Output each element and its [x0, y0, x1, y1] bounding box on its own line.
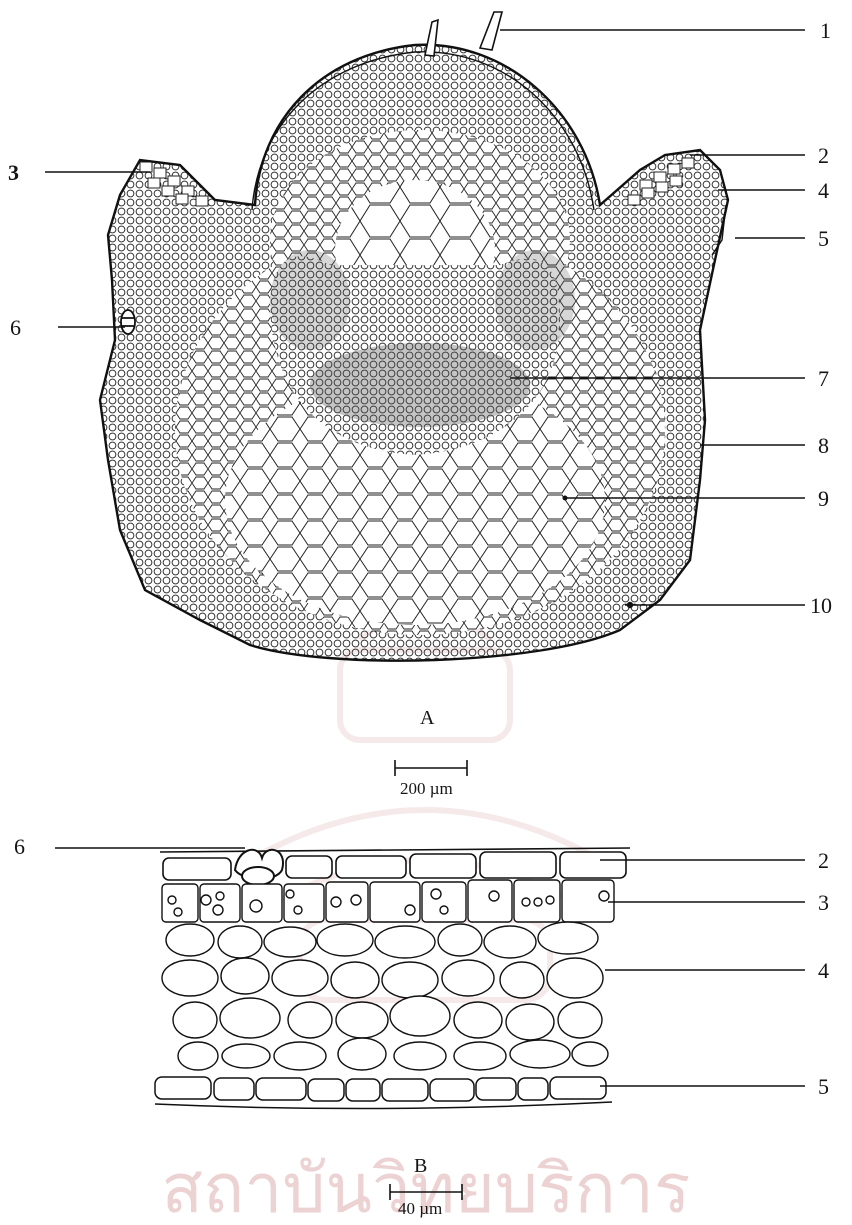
panel-a-drawing	[0, 0, 852, 790]
label-3: 3	[8, 162, 19, 184]
label-b-6: 6	[14, 836, 25, 858]
panel-b-lower-epidermis	[155, 1077, 612, 1109]
panel-a-letter: A	[420, 708, 434, 728]
panel-b-palisade-layer	[162, 880, 614, 922]
panel-b-spongy-layer	[162, 922, 608, 1070]
label-b-4: 4	[818, 960, 829, 982]
panel-a-tissue	[0, 0, 852, 790]
panel-b-letter: B	[414, 1156, 427, 1176]
panel-b-drawing	[0, 830, 852, 1210]
label-9: 9	[818, 488, 829, 510]
label-b-5: 5	[818, 1076, 829, 1098]
scale-bar-a-label: 200 µm	[400, 780, 453, 797]
label-7: 7	[818, 368, 829, 390]
label-b-2: 2	[818, 850, 829, 872]
stoma-drawing	[121, 310, 135, 334]
scale-bar-a	[395, 760, 467, 776]
scale-bar-b	[390, 1184, 462, 1200]
label-10: 10	[810, 595, 832, 617]
label-5: 5	[818, 228, 829, 250]
panel-b-stoma	[235, 850, 283, 885]
label-4: 4	[818, 180, 829, 202]
label-1: 1	[820, 20, 831, 42]
label-2: 2	[818, 145, 829, 167]
panel-b-upper-epidermis	[160, 848, 630, 880]
label-b-3: 3	[818, 892, 829, 914]
scale-bar-b-label: 40 µm	[398, 1200, 442, 1217]
label-6: 6	[10, 317, 21, 339]
label-8: 8	[818, 435, 829, 457]
